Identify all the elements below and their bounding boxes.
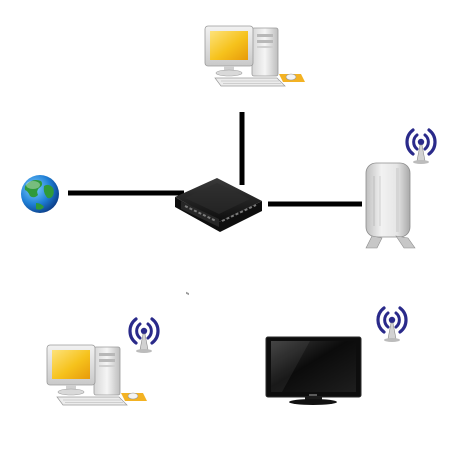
network-switch-icon — [175, 178, 262, 296]
wifi-signal-icon — [376, 306, 408, 344]
globe-icon — [21, 175, 59, 213]
wireless-router-icon — [365, 162, 416, 249]
flat-screen-tv-icon — [265, 336, 362, 405]
wifi-signal-icon — [128, 317, 160, 355]
desktop-computer-icon — [204, 25, 306, 87]
desktop-computer-icon — [46, 344, 148, 406]
wifi-signal-icon — [405, 128, 437, 166]
